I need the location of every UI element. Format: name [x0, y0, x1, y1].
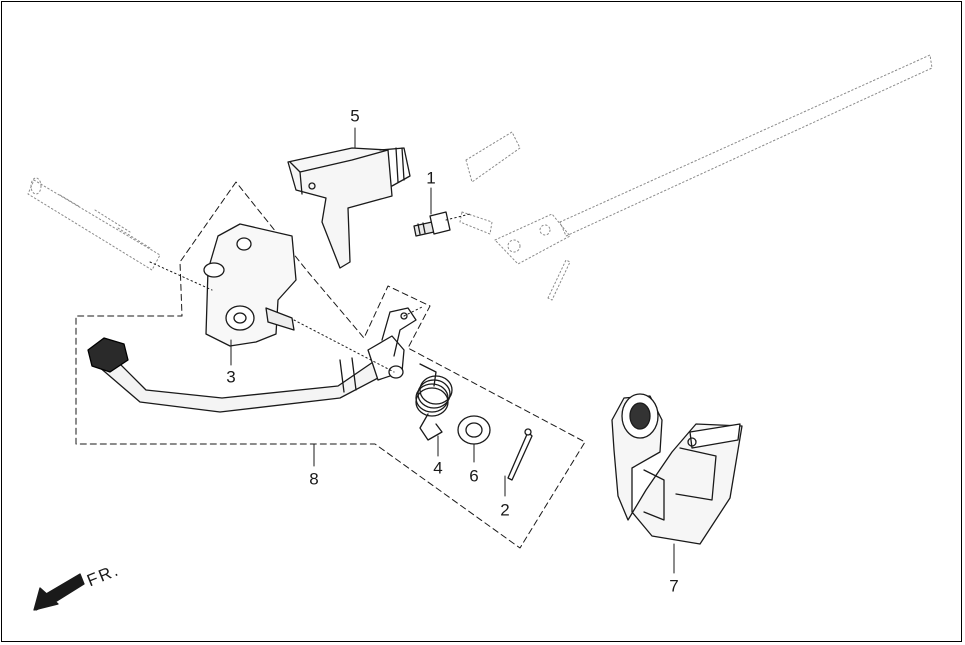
front-arrow-icon [33, 573, 85, 611]
group-outline-8 [75, 181, 586, 549]
part-2-cotter-pin [507, 428, 533, 481]
part-7-guard [611, 393, 743, 545]
callout-8: 8 [309, 469, 319, 489]
callout-2: 2 [500, 500, 510, 520]
part-1-bolt [413, 211, 451, 237]
reference-shaft-left [27, 177, 161, 271]
part-4-spring [415, 363, 453, 441]
callout-5: 5 [350, 106, 360, 126]
leader-lines [230, 127, 675, 574]
callout-1: 1 [426, 168, 436, 188]
callout-3: 3 [226, 367, 236, 387]
callout-6: 6 [469, 466, 479, 486]
callout-4: 4 [433, 458, 443, 478]
callout-7: 7 [669, 576, 679, 596]
part-8-pedal [87, 307, 417, 413]
part-5-cover [287, 147, 411, 269]
part-3-bracket [203, 223, 297, 347]
part-6-washer [457, 415, 491, 445]
reference-rod-right [459, 54, 933, 301]
assembly-lines [149, 213, 471, 373]
